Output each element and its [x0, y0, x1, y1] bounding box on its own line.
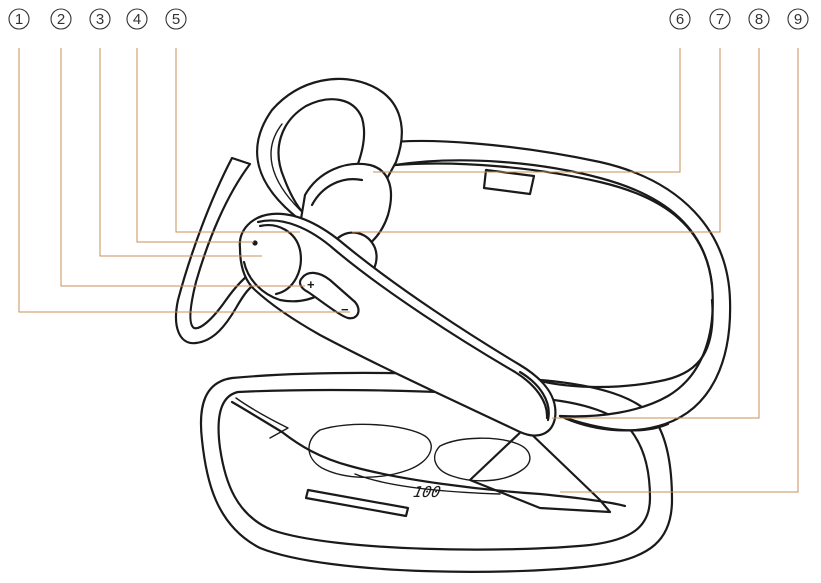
- callout-2: 2: [50, 8, 72, 30]
- callout-circle-8: [748, 8, 770, 30]
- callout-number-9: 9: [794, 11, 802, 28]
- callout-number-8: 8: [755, 11, 763, 28]
- callout-circle-3: [89, 8, 111, 30]
- leader-line-2: [60, 48, 305, 287]
- callout-number-3: 3: [96, 11, 104, 28]
- leader-line-6: [373, 48, 681, 173]
- leader-line-5: [175, 48, 300, 233]
- led-indicator: [252, 240, 258, 246]
- callout-1: 1: [8, 8, 30, 30]
- callout-7: 7: [709, 8, 731, 30]
- callout-circle-7: [709, 8, 731, 30]
- leader-line-1: [18, 48, 350, 313]
- callout-6: 6: [669, 8, 691, 30]
- headset-body: [238, 212, 557, 437]
- callout-circle-5: [165, 8, 187, 30]
- callout-circle-1: [8, 8, 30, 30]
- callout-circle-9: [787, 8, 809, 30]
- callout-number-7: 7: [716, 11, 724, 28]
- callout-3: 3: [89, 8, 111, 30]
- callout-circle-4: [126, 8, 148, 30]
- volume-minus-symbol: −: [341, 302, 349, 317]
- callout-5: 5: [165, 8, 187, 30]
- battery-display-value: 100: [412, 483, 443, 501]
- callout-labels: 1 2 3 4 5 6 7 8 9: [8, 8, 809, 30]
- callout-circle-2: [50, 8, 72, 30]
- callout-4: 4: [126, 8, 148, 30]
- callout-number-2: 2: [57, 11, 65, 28]
- callout-number-4: 4: [133, 11, 141, 28]
- leader-line-4: [136, 48, 254, 243]
- volume-plus-symbol: +: [307, 277, 315, 292]
- leader-line-8: [552, 48, 760, 419]
- callout-circle-6: [669, 8, 691, 30]
- callout-number-1: 1: [15, 11, 23, 28]
- callout-9: 9: [787, 8, 809, 30]
- leader-line-3: [99, 48, 262, 257]
- callout-number-6: 6: [676, 11, 684, 28]
- charging-case-lid: [370, 139, 732, 432]
- leader-line-7: [352, 48, 721, 233]
- leader-lines: [18, 48, 799, 493]
- charging-case-base: [199, 371, 674, 573]
- leader-line-9: [560, 48, 799, 493]
- callout-number-5: 5: [172, 11, 180, 28]
- callout-8: 8: [748, 8, 770, 30]
